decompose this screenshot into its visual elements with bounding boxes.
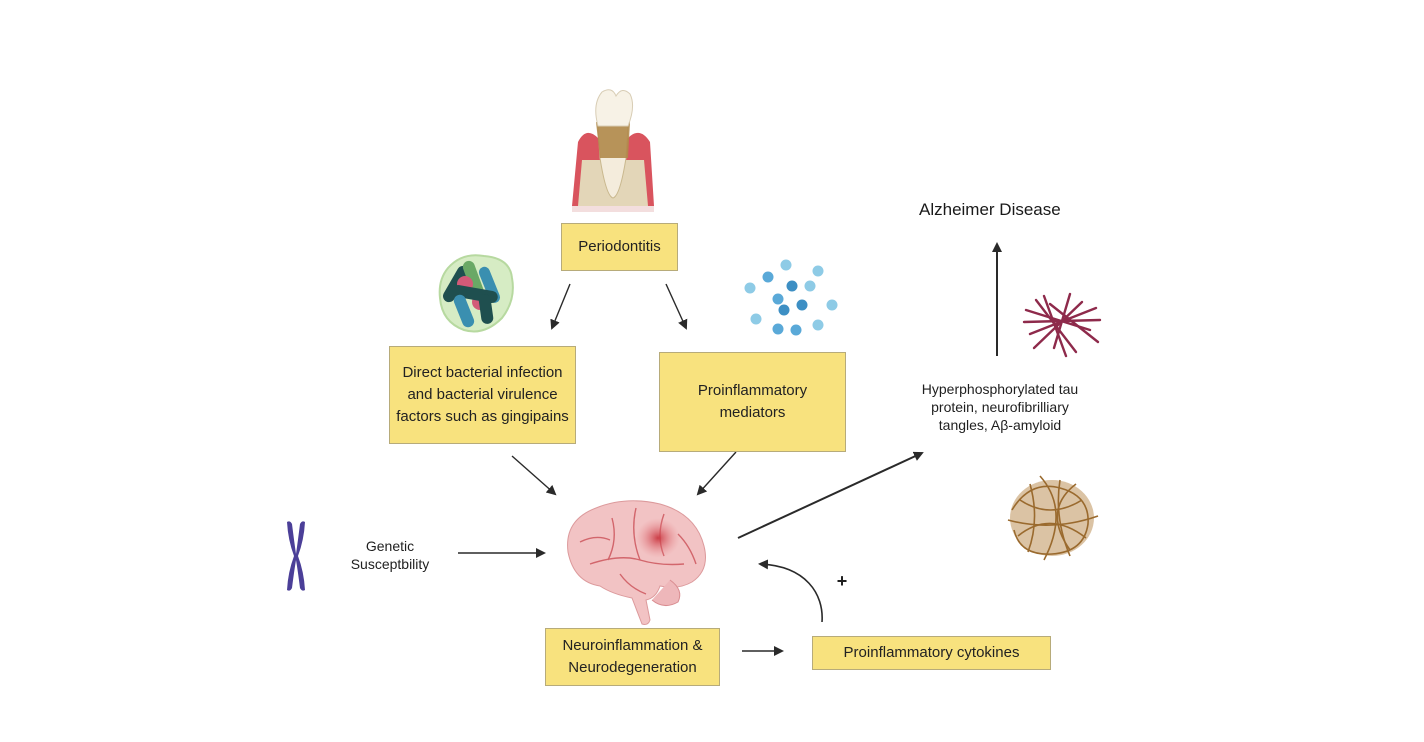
arrow-bacterial-to-brain xyxy=(511,455,557,496)
bacteria-cluster-icon xyxy=(438,254,514,333)
node-proinflammatory-cytokines-label: Proinflammatory cytokines xyxy=(843,644,1020,661)
arrow-periodontitis-to-mediators xyxy=(665,283,688,330)
node-periodontitis: Periodontitis xyxy=(561,223,678,271)
node-neuroinflammation-label: Neuroinflammation & Neurodegeneration xyxy=(562,637,703,676)
arrow-brain-to-pathology xyxy=(737,451,924,539)
node-pathology: Hyperphosphorylated tau protein, neurofi… xyxy=(921,381,1079,433)
node-alzheimer-disease: Alzheimer Disease xyxy=(919,200,1061,219)
node-bacterial-infection-label: Direct bacterial infection and bacterial… xyxy=(396,364,569,425)
node-proinflammatory-cytokines: Proinflammatory cytokines xyxy=(812,636,1051,670)
node-bacterial-infection: Direct bacterial infection and bacterial… xyxy=(389,346,576,444)
brain-icon xyxy=(567,500,706,625)
tau-tangles-icon xyxy=(1022,292,1102,358)
node-proinflammatory-mediators-label: Proinflammatory mediators xyxy=(697,382,808,421)
amyloid-plaque-icon xyxy=(1007,475,1099,561)
node-periodontitis-label: Periodontitis xyxy=(578,238,661,255)
node-neuroinflammation: Neuroinflammation & Neurodegeneration xyxy=(545,628,720,686)
tooth-periodontitis-icon xyxy=(572,89,654,212)
arrow-mediators-to-brain xyxy=(696,451,737,496)
chromosome-icon xyxy=(287,521,305,591)
arrow-periodontitis-to-bacterial xyxy=(550,283,571,330)
node-genetic-susceptibility: Genetic Susceptbility xyxy=(350,538,430,572)
arrow-feedback-curve xyxy=(758,559,823,623)
node-proinflammatory-mediators: Proinflammatory mediators xyxy=(659,352,846,452)
inflammatory-molecules-icon xyxy=(744,259,838,336)
feedback-plus-sign: + xyxy=(836,571,848,591)
